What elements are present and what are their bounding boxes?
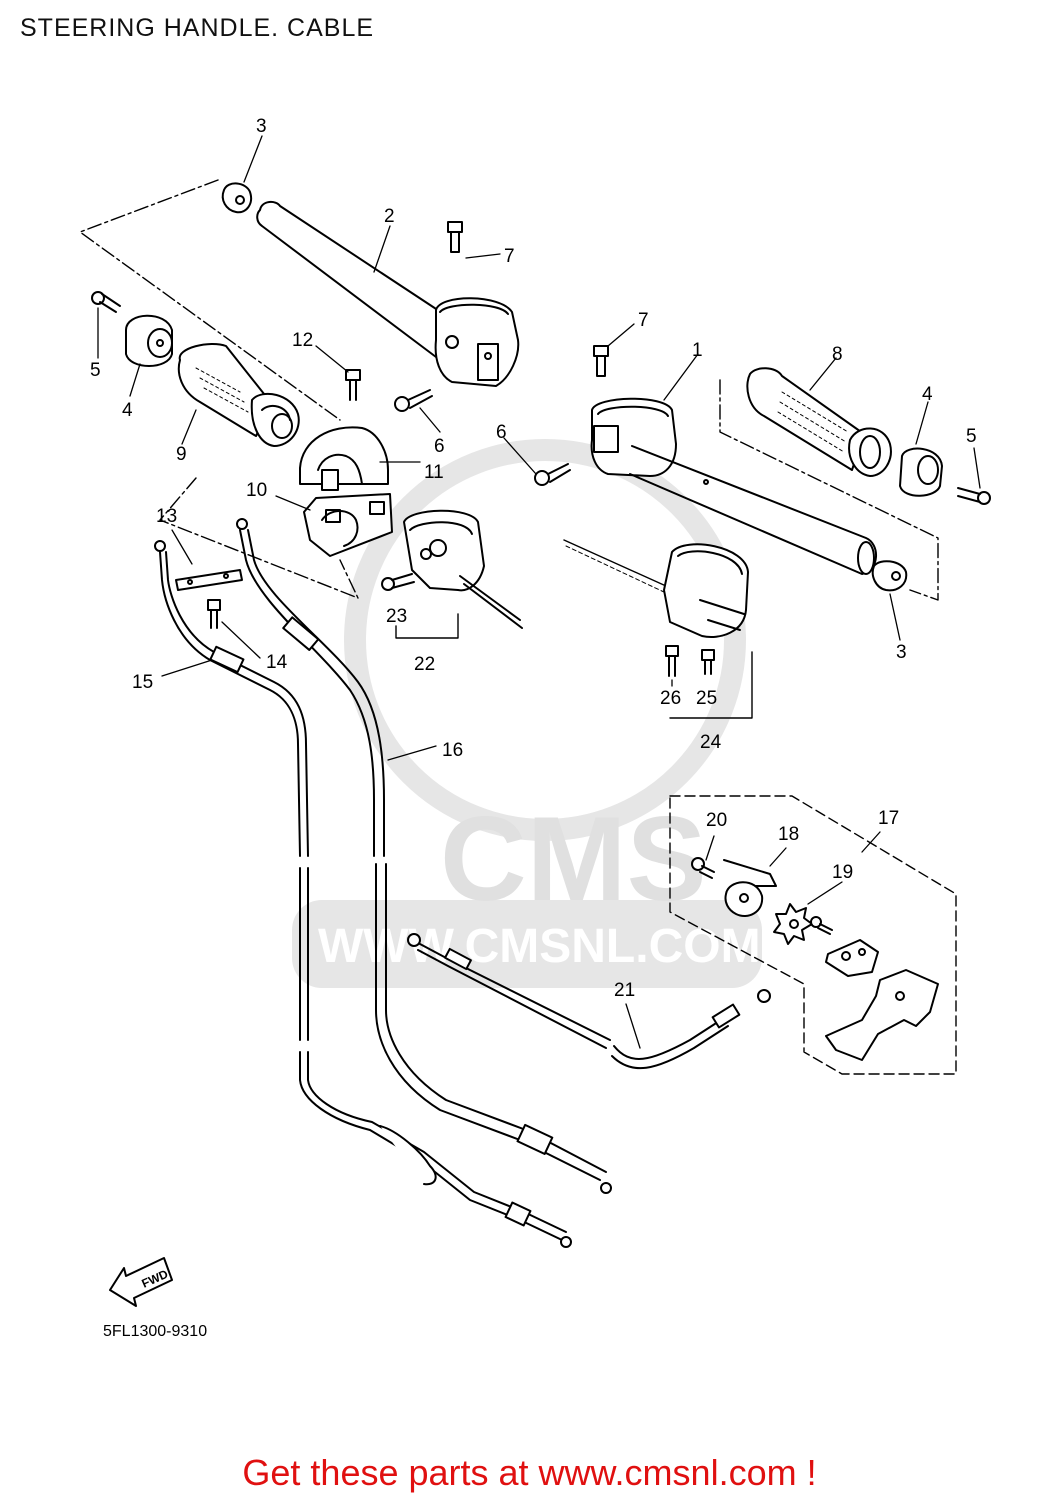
diagram-part-code: 5FL1300-9310 — [103, 1323, 208, 1340]
callout-5-right: 5 — [966, 426, 977, 447]
cms-watermark: CMS WWW.CMSNL.COM — [292, 439, 762, 988]
choke-bracket — [825, 939, 939, 1061]
throttle-housing-lower — [303, 493, 393, 557]
grip-left — [177, 342, 300, 447]
choke-bolt — [810, 916, 833, 935]
choke-lever — [723, 859, 777, 917]
switch-screws-left — [665, 645, 715, 677]
bracket-24 — [669, 651, 753, 719]
callout-15: 15 — [132, 672, 153, 693]
pinch-bolt-right — [534, 463, 571, 486]
callout-10: 10 — [246, 480, 267, 501]
callout-26: 26 — [660, 688, 681, 709]
callout-18: 18 — [778, 824, 799, 845]
bar-end-bolt-right — [957, 487, 991, 505]
right-handlebar — [590, 397, 877, 575]
right-bar-reference-lines — [719, 379, 939, 601]
right-switch-housing — [403, 509, 523, 629]
callout-16: 16 — [442, 740, 463, 761]
callout-4-left: 4 — [122, 400, 133, 421]
callout-6-right: 6 — [496, 422, 507, 443]
watermark-brand: CMS — [440, 792, 707, 926]
callout-21: 21 — [614, 980, 635, 1001]
callout-2: 2 — [384, 206, 395, 227]
callout-4-right: 4 — [922, 384, 933, 405]
bar-end-weight-right — [899, 447, 943, 497]
throttle-housing-upper — [299, 426, 389, 491]
choke-cable — [407, 933, 771, 1070]
choke-screw — [691, 857, 715, 879]
fwd-arrow — [109, 1257, 173, 1307]
callout-1: 1 — [692, 340, 703, 361]
callout-23: 23 — [386, 606, 407, 627]
callout-14: 14 — [266, 652, 288, 673]
callout-22: 22 — [414, 654, 435, 675]
holder-screw — [345, 369, 361, 401]
leader-lines — [97, 135, 981, 1049]
callout-17: 17 — [878, 808, 899, 829]
bar-end-plug-right — [871, 560, 908, 592]
callout-19: 19 — [832, 862, 853, 883]
choke-kit-outline — [669, 795, 957, 1075]
grip-right — [746, 367, 892, 477]
bracket-22 — [395, 613, 459, 639]
switch-housing-screw — [381, 573, 415, 591]
callout-24: 24 — [700, 732, 722, 753]
cable-plate — [175, 569, 243, 591]
left-bar-reference-lines — [79, 179, 359, 599]
callout-25: 25 — [696, 688, 717, 709]
bar-end-weight-left — [125, 314, 173, 367]
callout-8: 8 — [832, 344, 843, 365]
bar-end-bolt-left — [91, 291, 121, 313]
bar-end-plug-left — [221, 182, 252, 214]
callout-6-left: 6 — [434, 436, 445, 457]
page-title: STEERING HANDLE. CABLE — [20, 14, 375, 42]
clamp-bolt-right — [593, 345, 609, 377]
callout-7-left: 7 — [504, 246, 515, 267]
left-handlebar — [256, 200, 520, 387]
callout-11: 11 — [424, 462, 444, 483]
footer-shop-link[interactable]: Get these parts at www.cmsnl.com ! — [242, 1452, 817, 1493]
watermark-url: WWW.CMSNL.COM — [318, 920, 761, 973]
callout-3-top: 3 — [256, 116, 267, 137]
throttle-cable-2 — [236, 518, 612, 1194]
clamp-bolt-left — [447, 221, 463, 253]
callout-5-left: 5 — [90, 360, 101, 381]
left-switch-housing — [563, 539, 749, 638]
star-washer — [773, 903, 813, 945]
callout-13: 13 — [156, 506, 177, 527]
callout-12: 12 — [292, 330, 313, 351]
callout-9: 9 — [176, 444, 187, 465]
callout-3-right: 3 — [896, 642, 907, 663]
pinch-bolt-left — [394, 389, 433, 412]
plate-screw — [207, 599, 221, 629]
throttle-cable-1 — [154, 540, 572, 1248]
callout-7-right: 7 — [638, 310, 649, 331]
callout-labels: 3 2 7 7 1 8 4 5 3 5 4 9 12 6 6 11 10 13 … — [90, 116, 977, 1001]
callout-20: 20 — [706, 810, 727, 831]
